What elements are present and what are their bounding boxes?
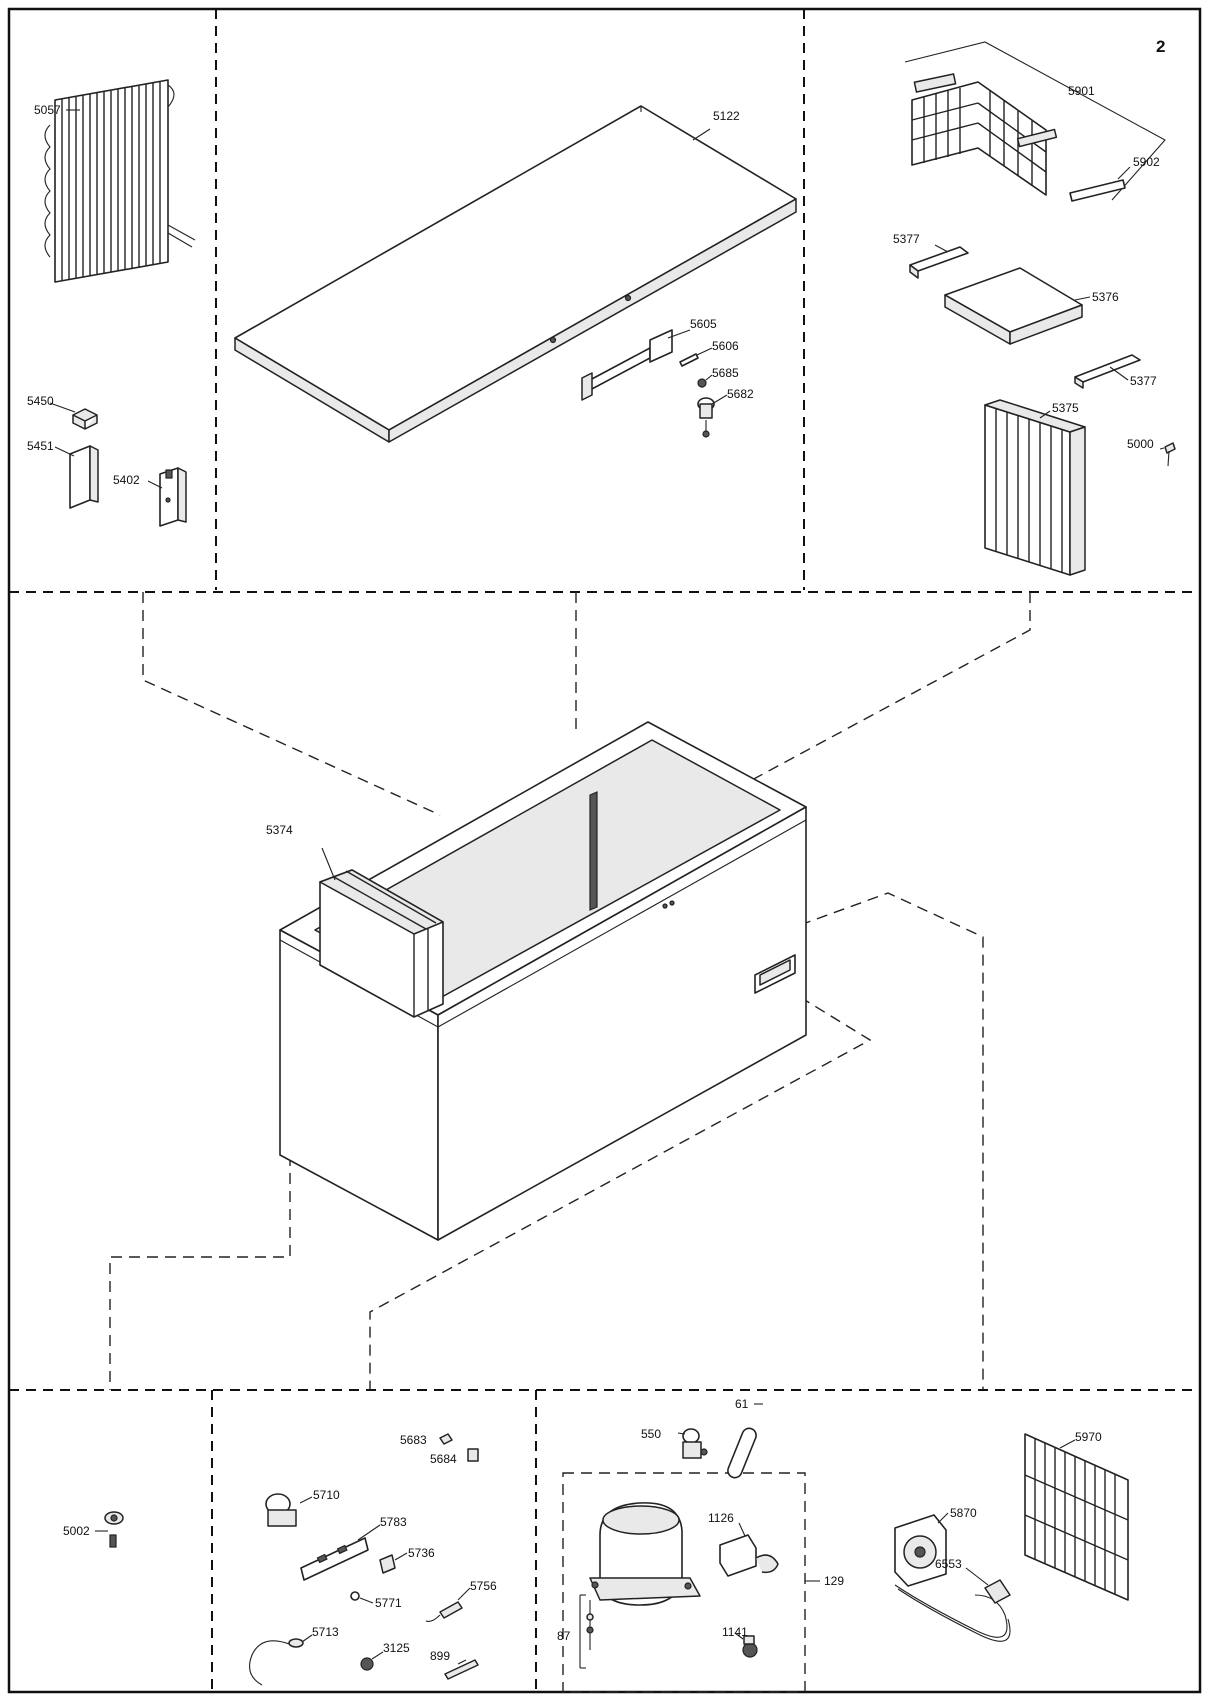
lid-5122 bbox=[234, 105, 797, 443]
part-5683 bbox=[439, 1433, 453, 1445]
label-5451: 5451 bbox=[27, 439, 54, 453]
condenser-5057 bbox=[44, 79, 196, 283]
divider-5376 bbox=[944, 267, 1091, 345]
label-5756: 5756 bbox=[470, 1579, 497, 1593]
label-129: 129 bbox=[824, 1574, 844, 1588]
label-6553: 6553 bbox=[935, 1557, 962, 1571]
lock-pin-5606 bbox=[679, 347, 713, 367]
label-5771: 5771 bbox=[375, 1596, 402, 1610]
foot-5002 bbox=[95, 1511, 124, 1548]
label-5375: 5375 bbox=[1052, 401, 1079, 415]
label-5683: 5683 bbox=[400, 1433, 427, 1447]
label-899: 899 bbox=[430, 1649, 450, 1663]
divider-rail-5377-top bbox=[909, 244, 969, 279]
label-5374: 5374 bbox=[266, 823, 293, 837]
basket-panel-5374 bbox=[319, 847, 444, 1018]
label-1126: 1126 bbox=[708, 1511, 734, 1525]
label-5684: 5684 bbox=[430, 1452, 457, 1466]
label-61: 61 bbox=[735, 1397, 749, 1411]
divider-rail-5377-bottom bbox=[1074, 354, 1141, 389]
part-3125 bbox=[360, 1651, 384, 1671]
filter-drier-61 bbox=[727, 1403, 763, 1479]
label-5685: 5685 bbox=[712, 366, 739, 380]
label-5710: 5710 bbox=[313, 1488, 340, 1502]
basket-5901 bbox=[904, 41, 1166, 201]
lock-cylinder-5682 bbox=[697, 394, 728, 438]
washer-5685 bbox=[697, 374, 713, 388]
basket-wires bbox=[911, 88, 1047, 186]
label-5870: 5870 bbox=[950, 1506, 977, 1520]
outer-frame bbox=[7, 7, 1202, 1694]
grille-5375 bbox=[984, 399, 1086, 576]
label-5783: 5783 bbox=[380, 1515, 407, 1529]
label-3125: 3125 bbox=[383, 1641, 410, 1655]
label-5450: 5450 bbox=[27, 394, 54, 408]
label-5970: 5970 bbox=[1075, 1430, 1102, 1444]
part-5771 bbox=[350, 1591, 374, 1604]
lock-bar-5605 bbox=[581, 329, 691, 401]
connector-lines bbox=[109, 592, 1031, 1390]
label-5002: 5002 bbox=[63, 1524, 90, 1538]
compressor-group-box bbox=[562, 1472, 806, 1693]
power-cord-6553 bbox=[894, 1567, 1011, 1642]
basket-hanger-5902 bbox=[1069, 166, 1131, 202]
condenser-fins bbox=[61, 82, 161, 281]
probe-5713 bbox=[249, 1634, 313, 1686]
label-5122: 5122 bbox=[713, 109, 740, 123]
label-5377-bottom: 5377 bbox=[1130, 374, 1157, 388]
label-5736: 5736 bbox=[408, 1546, 435, 1560]
label-550: 550 bbox=[641, 1427, 661, 1441]
label-5606: 5606 bbox=[712, 339, 739, 353]
label-5402: 5402 bbox=[113, 473, 140, 487]
part-5710 bbox=[265, 1493, 313, 1527]
page-number: 2 bbox=[1156, 37, 1165, 56]
label-1141: 1141 bbox=[722, 1625, 748, 1639]
clip-5000 bbox=[1159, 442, 1176, 467]
fan-motor-5870 bbox=[894, 1512, 949, 1587]
relay-1126 bbox=[719, 1522, 779, 1577]
label-5901: 5901 bbox=[1068, 84, 1095, 98]
label-5000: 5000 bbox=[1127, 437, 1154, 451]
relay-clip-5450 bbox=[49, 402, 98, 430]
label-5605: 5605 bbox=[690, 317, 717, 331]
grille-slats bbox=[995, 409, 1063, 572]
label-5376: 5376 bbox=[1092, 290, 1119, 304]
label-5377-top: 5377 bbox=[893, 232, 920, 246]
panel-ribs bbox=[333, 870, 437, 1017]
part-5736 bbox=[379, 1552, 408, 1574]
label-5713: 5713 bbox=[312, 1625, 339, 1639]
part-899 bbox=[444, 1659, 479, 1680]
panel-borders bbox=[7, 7, 1202, 1694]
control-panel-5783 bbox=[300, 1524, 381, 1581]
label-5682: 5682 bbox=[727, 387, 754, 401]
label-87: 87 bbox=[557, 1629, 571, 1643]
overload-1141 bbox=[734, 1632, 758, 1658]
label-5057: 5057 bbox=[34, 103, 61, 117]
label-5902: 5902 bbox=[1133, 155, 1160, 169]
condenser-5970-grid bbox=[1024, 1439, 1129, 1594]
condenser-5970 bbox=[1024, 1433, 1129, 1601]
grommet-set-87 bbox=[579, 1594, 594, 1669]
part-5684 bbox=[467, 1448, 479, 1462]
relay-cover-5451 bbox=[54, 445, 99, 509]
thermostat-5402 bbox=[147, 467, 187, 527]
valve-550 bbox=[677, 1428, 708, 1459]
sensor-5756 bbox=[425, 1587, 471, 1622]
compressor bbox=[589, 1502, 701, 1606]
